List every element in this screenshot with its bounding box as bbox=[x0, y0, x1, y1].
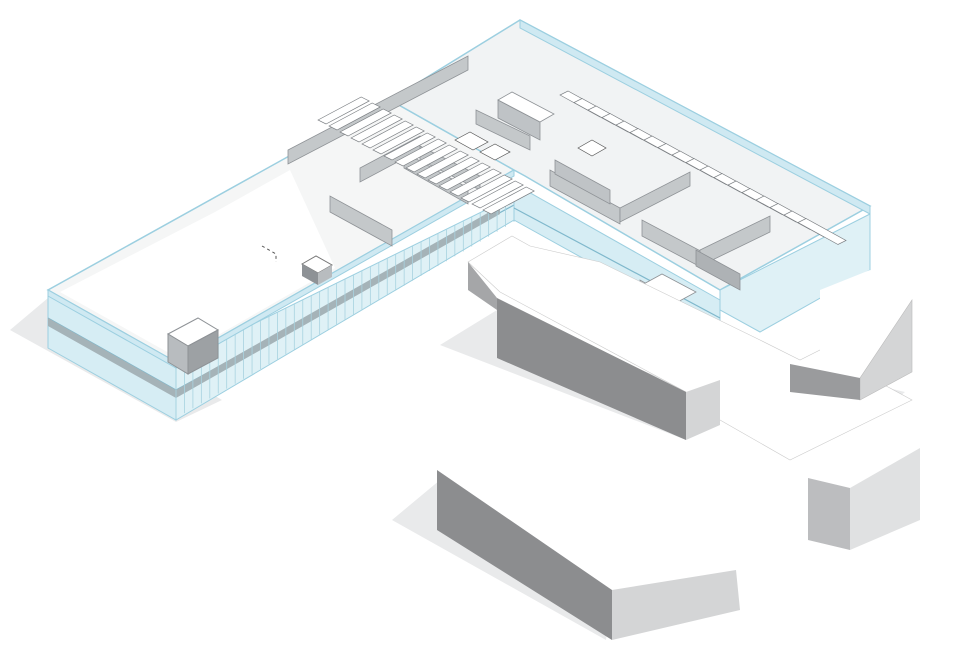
desk-row bbox=[460, 174, 513, 203]
wall-mid bbox=[475, 109, 531, 151]
wall-e2 bbox=[619, 171, 691, 223]
desk-rows-east bbox=[559, 90, 847, 245]
conf-table-3 bbox=[577, 139, 607, 157]
desk-rows-west bbox=[317, 96, 535, 215]
hatch-side bbox=[318, 265, 332, 285]
desk-row bbox=[449, 168, 502, 197]
massing-block-middle bbox=[467, 235, 913, 461]
roof-hatch bbox=[300, 255, 334, 285]
mass-side-light bbox=[612, 570, 740, 640]
desk-row bbox=[471, 180, 524, 209]
room-core-3 bbox=[695, 249, 741, 291]
ne-wing-facade bbox=[719, 213, 871, 333]
desk-row bbox=[394, 138, 447, 167]
conference-tables bbox=[454, 131, 607, 161]
meeting-rooms bbox=[497, 91, 741, 305]
desk-row bbox=[416, 150, 469, 179]
massing-block-lower bbox=[437, 430, 920, 640]
hatch-side bbox=[302, 264, 318, 285]
desk-row bbox=[350, 114, 403, 143]
mass-side-light bbox=[808, 478, 850, 550]
floor-slab-edge bbox=[176, 206, 500, 398]
conf-table-2 bbox=[479, 143, 511, 161]
wall-room-a bbox=[329, 195, 393, 247]
stair-core-west bbox=[166, 317, 220, 375]
desk-row bbox=[328, 102, 381, 131]
wall-long bbox=[287, 55, 469, 165]
open-terrace bbox=[60, 170, 335, 358]
room-core-2 bbox=[554, 159, 611, 205]
massing-block-right bbox=[790, 270, 913, 401]
mass-side-light bbox=[850, 448, 920, 550]
facade-mullions bbox=[175, 196, 515, 418]
desk-row bbox=[438, 162, 491, 191]
core-side bbox=[187, 329, 219, 375]
desk-row bbox=[797, 218, 847, 245]
desk-row bbox=[427, 156, 480, 185]
desk-row bbox=[339, 108, 392, 137]
desk-row bbox=[482, 186, 535, 215]
mass-side-dark bbox=[497, 298, 686, 440]
floor-slab-edge bbox=[48, 318, 176, 398]
conf-table-1 bbox=[454, 131, 489, 151]
desk-row bbox=[372, 126, 425, 155]
desk-row bbox=[361, 120, 414, 149]
desk-row bbox=[405, 144, 458, 173]
mass-side-dark bbox=[468, 262, 497, 310]
mass-top bbox=[437, 430, 920, 590]
mass-side-light bbox=[686, 380, 720, 440]
desk-row bbox=[383, 132, 436, 161]
inner-floor-band bbox=[513, 207, 721, 319]
desk-row bbox=[317, 96, 370, 125]
room-core-1-top bbox=[497, 91, 555, 123]
mass-side-dark bbox=[790, 364, 860, 400]
mass-side-dark bbox=[437, 470, 612, 640]
